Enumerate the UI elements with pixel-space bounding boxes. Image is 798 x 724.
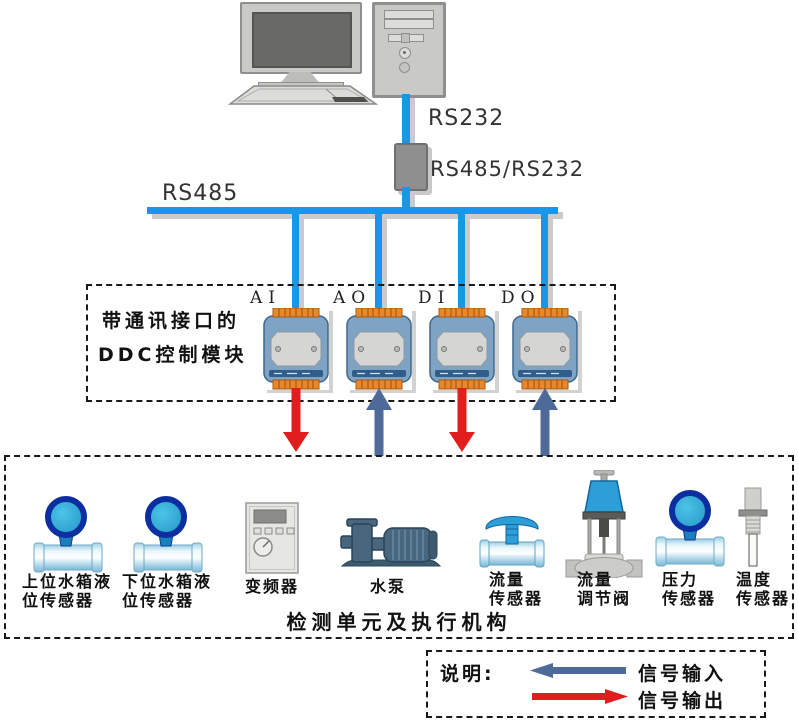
legend-box [426,650,766,718]
legend-input-label: 信号输入 [638,663,727,685]
converter-cable [402,187,410,209]
module-label-ao: AO [333,288,372,308]
device-label: 压力传感器 [662,570,717,608]
computer-tower-icon [372,2,446,98]
device-label: 温度传感器 [736,570,791,608]
ddc-io-module-ai [263,308,329,390]
bus-drop-1 [292,214,299,316]
temp-sensor-icon [738,487,768,567]
pump-icon [340,518,442,567]
monitor-screen [252,12,352,68]
drive-bay [384,10,434,19]
legend-output-label: 信号输出 [638,690,727,712]
ddc-title-line2: DDC控制模块 [98,344,248,366]
device-label: 上位水箱液位传感器 [22,572,113,610]
keyboard-icon [228,85,378,105]
level-sensor-icon [33,496,103,573]
device-label: 变频器 [245,577,300,596]
rs485-label: RS485 [162,181,239,206]
module-label-ai: AI [250,288,281,308]
rs485-rs232-converter-icon [394,143,428,191]
signal-input-arrow-icon [530,663,626,678]
bus-drop-4 [541,214,548,316]
bus-drop-2 [375,214,382,316]
ddc-io-module-do [512,308,578,390]
signal-output-arrow-icon [449,388,475,452]
signal-output-arrow-icon [532,689,628,704]
control-valve-icon [565,470,643,578]
signal-input-arrow-icon [366,388,392,456]
monitor-stand [280,72,320,83]
ddc-module-box [86,284,616,402]
rs232-label: RS232 [428,106,505,131]
rs232-cable [402,94,410,146]
module-label-do: DO [501,288,541,308]
device-label: 流量传感器 [489,570,544,608]
level-sensor-icon [133,496,203,573]
device-label: 下位水箱液位传感器 [122,572,213,610]
signal-output-arrow-icon [283,388,309,452]
device-label: 流量调节阀 [577,570,632,608]
drive-bay [384,19,434,29]
pressure-sensor-icon [655,490,725,567]
converter-label: RS485/RS232 [430,157,585,181]
legend-title: 说明: [440,663,495,685]
field-device-box [4,455,794,639]
flow-sensor-icon [479,516,545,568]
power-led [403,51,406,54]
ddc-io-module-di [429,308,495,390]
reset-button [399,62,410,73]
rs485-bus [147,207,558,214]
field-device-box-caption: 检测单元及执行机构 [286,610,512,634]
signal-input-arrow-icon [532,388,558,456]
vfd-icon [245,502,299,574]
ddc-title-line1: 带通讯接口的 [102,310,241,332]
module-label-di: DI [418,288,451,308]
ddc-io-module-ao [346,308,412,390]
device-label: 水泵 [370,577,407,596]
tower-slider-knob [401,33,410,43]
bus-drop-3 [458,214,465,316]
